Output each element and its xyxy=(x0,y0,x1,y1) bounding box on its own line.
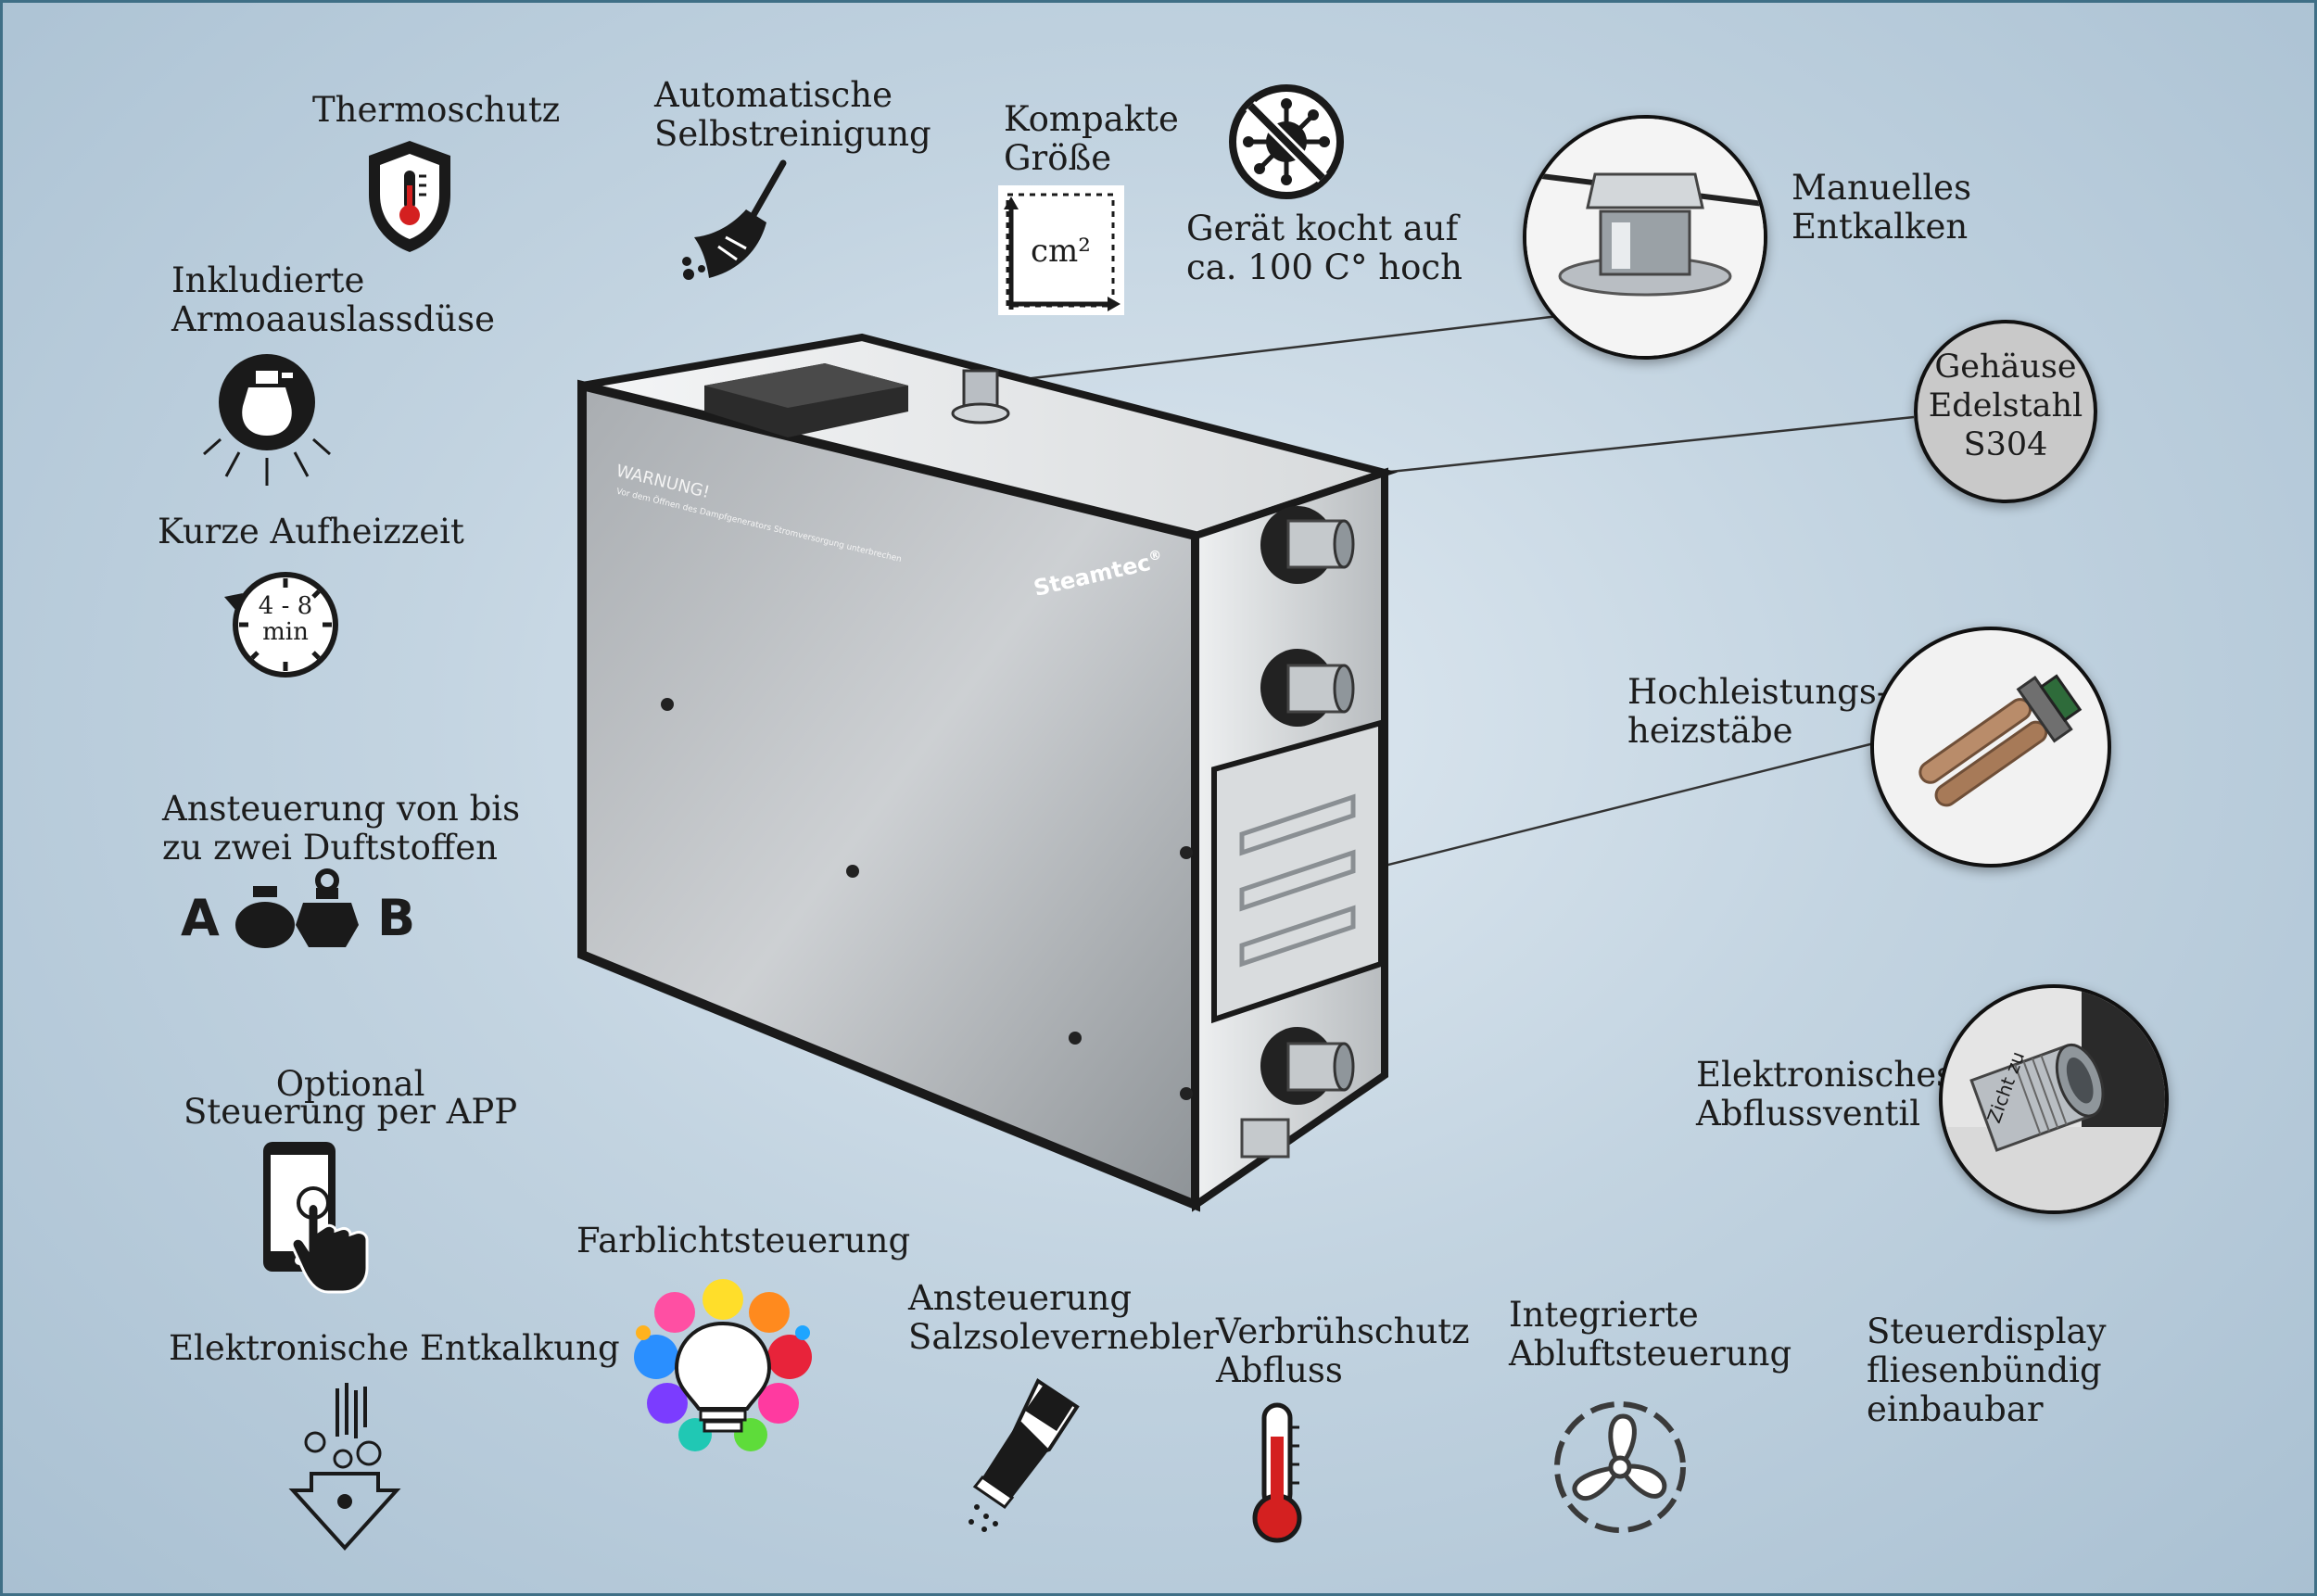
no-virus-icon xyxy=(1228,83,1345,200)
broom-icon xyxy=(681,158,802,287)
salt-shaker-icon xyxy=(964,1375,1084,1533)
label-heizstaebe: Hochleistungs-heizstäbe xyxy=(1627,672,1889,751)
perfume-spray-icon xyxy=(202,350,332,489)
label-farblicht: Farblichtsteuerung xyxy=(576,1221,911,1260)
perfume-bottles-icon: A B xyxy=(181,868,422,951)
shield-thermometer-icon xyxy=(363,137,456,256)
fan-icon xyxy=(1551,1398,1690,1537)
duft-b: B xyxy=(377,889,416,947)
duft-a: A xyxy=(181,889,220,947)
descale-plug-detail xyxy=(1523,115,1767,360)
descale-arrow-icon xyxy=(288,1381,401,1552)
label-aufheizzeit: Kurze Aufheizzeit xyxy=(158,512,464,551)
smartphone-touch-icon xyxy=(260,1138,380,1296)
heating-rod-detail xyxy=(1870,627,2111,868)
steam-generator: WARNUNG! Vor dem Öffnen des Dampfgenerat… xyxy=(556,333,1409,1223)
color-bulb-icon xyxy=(630,1279,816,1455)
drain-valve-detail: Zicht zu xyxy=(1939,984,2169,1214)
thermometer-icon xyxy=(1249,1400,1305,1548)
label-thermoschutz: Thermoschutz xyxy=(312,90,561,130)
label-elektronische-entkalkung: Elektronische Entkalkung xyxy=(169,1328,620,1368)
cm2-label: cm² xyxy=(1031,233,1091,270)
size-square-icon: cm² xyxy=(998,185,1124,315)
